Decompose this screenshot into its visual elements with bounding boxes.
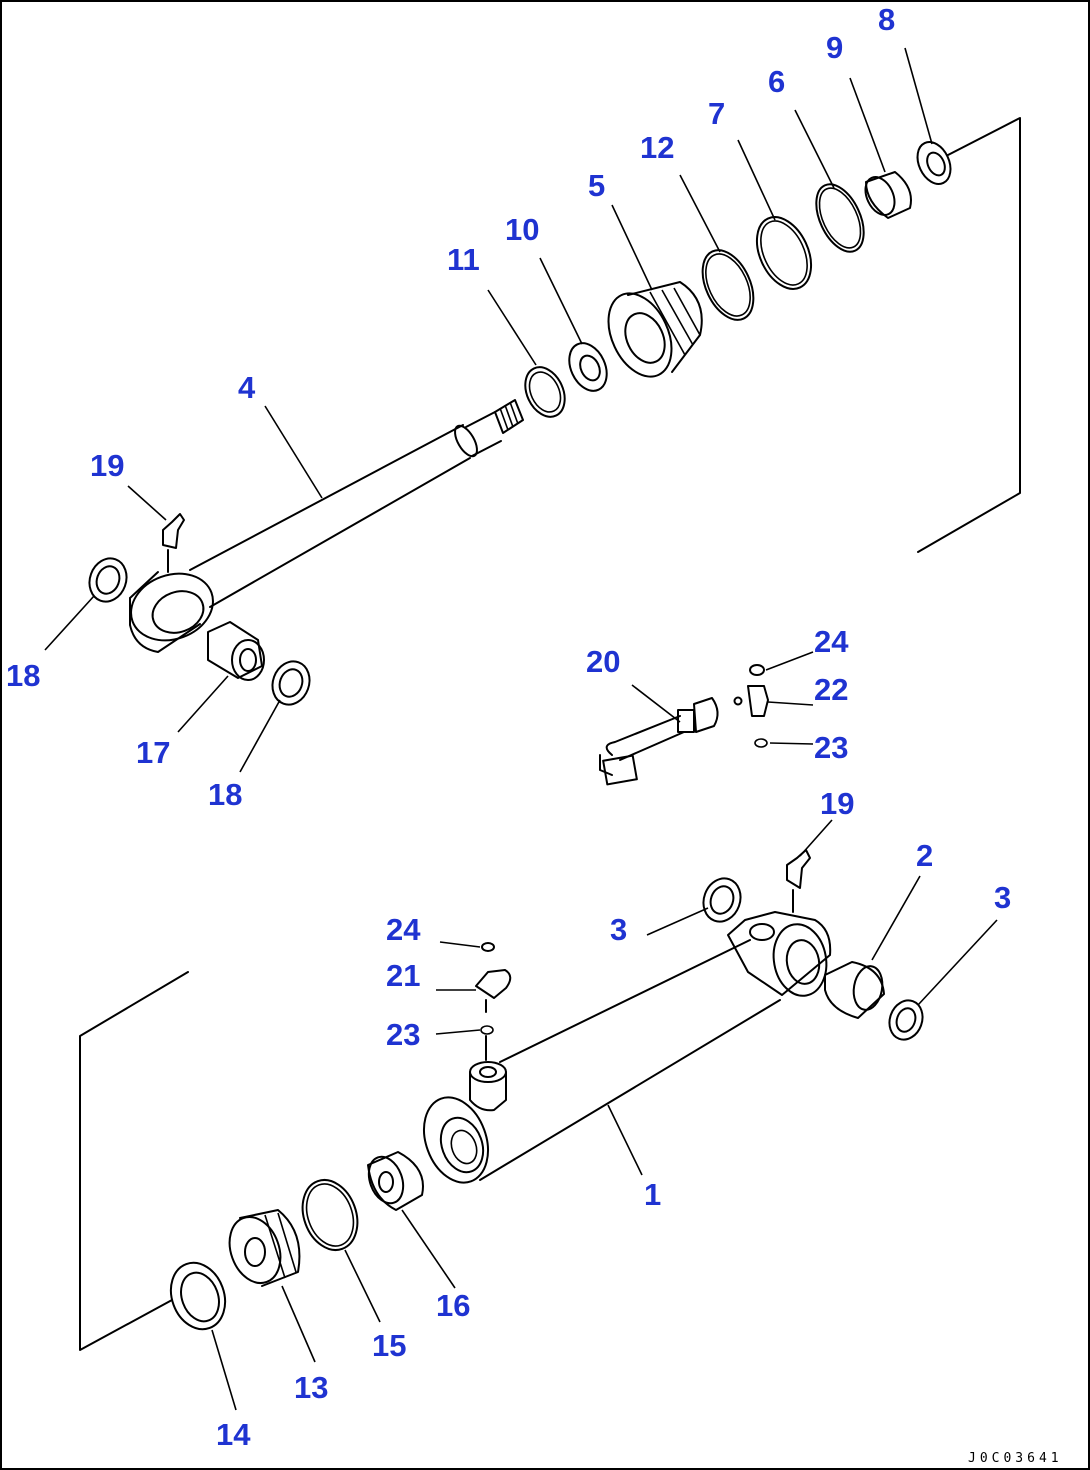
callout-4: 4 [238, 370, 256, 405]
callout-15: 15 [372, 1328, 406, 1363]
callout-23-lower: 23 [386, 1017, 420, 1052]
callout-10: 10 [505, 212, 539, 247]
callout-11: 11 [447, 242, 480, 277]
callout-23-upper: 23 [814, 730, 848, 765]
callout-21: 21 [386, 958, 420, 993]
callout-9: 9 [826, 30, 843, 65]
callout-18-right: 18 [208, 777, 242, 812]
callout-19-lower: 19 [820, 786, 854, 821]
callout-14: 14 [216, 1417, 251, 1452]
callout-5: 5 [588, 168, 605, 203]
callout-3-right: 3 [994, 880, 1011, 915]
callout-2: 2 [916, 838, 933, 873]
callout-19-upper: 19 [90, 448, 124, 483]
callout-1: 1 [644, 1177, 661, 1212]
cylinder-assembly-drawing [79, 849, 924, 1351]
pipe-assembly-drawing [599, 664, 769, 786]
callout-3-top: 3 [610, 912, 627, 947]
callout-22: 22 [814, 672, 848, 707]
callout-6: 6 [768, 64, 785, 99]
callout-16: 16 [436, 1288, 470, 1323]
callout-24-lower: 24 [386, 912, 421, 947]
rod-assembly-drawing [88, 117, 1021, 706]
callout-8: 8 [878, 2, 895, 37]
callout-24-upper: 24 [814, 624, 849, 659]
drawing-code: J0C03641 [968, 1451, 1063, 1466]
callout-12: 12 [640, 130, 674, 165]
callout-20: 20 [586, 644, 620, 679]
callout-17: 17 [136, 735, 170, 770]
callout-18-left: 18 [6, 658, 40, 693]
callout-labels: 8 9 6 7 12 5 10 11 4 19 18 17 18 20 24 2… [6, 2, 1011, 1452]
callout-13: 13 [294, 1370, 328, 1405]
callout-7: 7 [708, 96, 725, 131]
leader-lines [44, 47, 998, 1411]
